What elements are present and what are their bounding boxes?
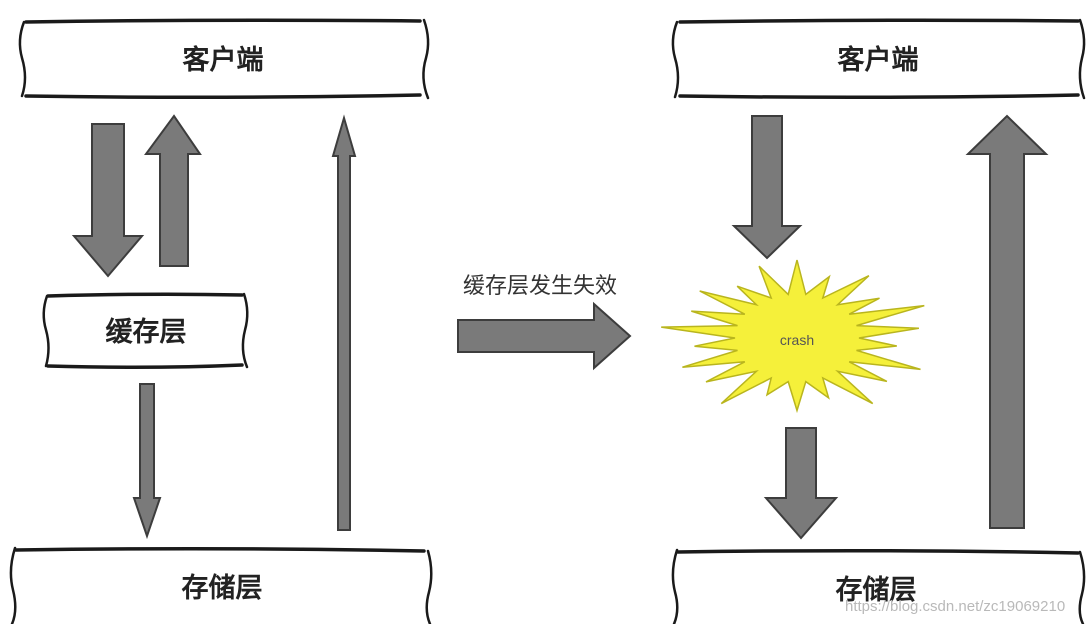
arrow-client-to-crash [731,115,803,260]
crash-burst: crash [661,259,925,414]
right-client-box: 客户端 [671,18,1086,100]
left-storage-box: 存储层 [9,546,433,624]
left-client-label: 客户端 [183,44,264,76]
right-storage-label: 存储层 [836,575,917,606]
watermark-text: https://blog.csdn.net/zc19069210 [845,598,1065,615]
left-cache-box: 缓存层 [42,292,249,370]
transition-caption: 缓存层发生失效 [463,274,617,299]
right-storage-box: 存储层 [671,548,1086,624]
arrow-cache-to-storage [132,383,162,540]
crash-starburst-icon [661,259,925,414]
left-client-box: 客户端 [18,18,430,100]
arrow-crash-to-storage [763,427,839,540]
arrow-storage-to-client [331,114,357,531]
left-cache-label: 缓存层 [106,317,187,348]
transition-arrow [457,301,632,371]
crash-label: crash [780,332,814,348]
right-client-label: 客户端 [838,44,919,76]
left-storage-label: 存储层 [182,573,263,604]
arrow-storage-to-client-right [965,114,1049,529]
arrow-cache-to-client [144,114,202,267]
arrow-client-to-cache [71,123,145,278]
